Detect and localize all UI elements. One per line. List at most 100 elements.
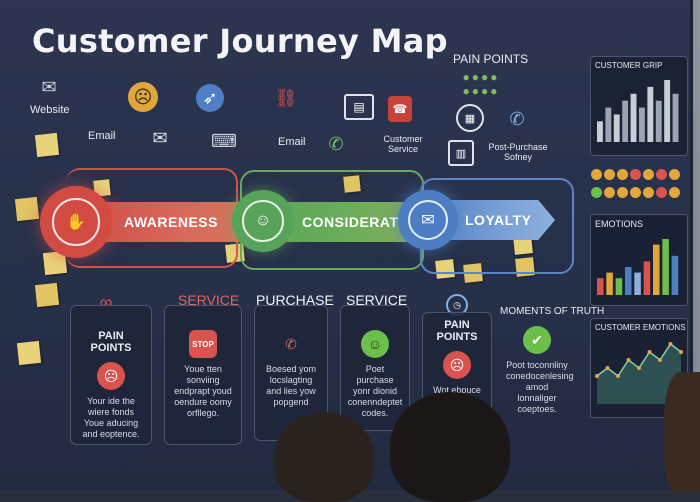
audience-head [274, 412, 374, 502]
face-icon [591, 169, 602, 180]
board-title: Customer Journey Map [32, 22, 448, 60]
face-icon [656, 187, 667, 198]
card-body: Boesed yom locslagting and lies yow popg… [265, 364, 317, 407]
chart-doc-icon: ▥ [448, 140, 474, 166]
face-icon [591, 187, 602, 198]
stage-header-service: SERVICE [178, 292, 240, 308]
card-body: Your ide the wiere fonds Youe aducing an… [82, 396, 140, 439]
customer-grip-chart [597, 80, 679, 142]
face-icon [669, 187, 680, 198]
panel-title: EMOTIONS [595, 219, 644, 229]
bar [597, 278, 604, 295]
emotions-chart [597, 239, 679, 295]
happy-face-icon: ☺ [361, 330, 389, 358]
channel-email-2: Email [278, 136, 306, 148]
stop-sign-icon: STOP [189, 330, 217, 358]
face-icon [630, 187, 641, 198]
loyalty-node: ✉ [398, 190, 458, 250]
bar [597, 121, 603, 142]
sad-face-icon: ☹ [97, 362, 125, 390]
point [647, 350, 652, 354]
bar [664, 80, 671, 142]
point [658, 358, 662, 362]
face-icon [617, 187, 628, 198]
emotion-faces [590, 168, 690, 204]
face-icon [643, 169, 654, 180]
pain-point-card: PAIN POINTS ☹ Your ide the wiere fonds Y… [70, 305, 152, 445]
laptop-icon: ⌨ [211, 130, 237, 151]
pain-points-top: PAIN POINTS [453, 52, 529, 66]
bar [655, 100, 662, 142]
phone-icon: ✆ [509, 108, 525, 129]
panel-title: CUSTOMER GRIP [595, 61, 663, 70]
point [595, 374, 599, 378]
point [637, 366, 641, 370]
bar [630, 93, 637, 142]
face-icon [643, 187, 654, 198]
point [616, 374, 620, 378]
stage-header-service-2: SERVICE [346, 292, 408, 308]
monitor-icon: ▤ [344, 94, 374, 120]
face-icon [656, 169, 667, 180]
face-icon [630, 169, 641, 180]
bar [662, 239, 669, 295]
bar [613, 114, 620, 142]
face-icon [604, 169, 615, 180]
hand-icon: ✋ [52, 198, 100, 246]
bar [606, 272, 613, 295]
point [668, 342, 673, 346]
point [605, 366, 610, 370]
customer-emotions-chart [595, 342, 683, 404]
bar [622, 100, 629, 142]
panel-title: CUSTOMER EMOTIONS [595, 323, 686, 332]
channel-website: Website [30, 104, 70, 116]
card-body: Wot ebouce [433, 385, 481, 395]
headset-icon: ☎ [388, 96, 412, 122]
face-icon [617, 169, 628, 180]
bar [653, 244, 660, 295]
person-icon: ☺ [242, 200, 284, 242]
moments-card: ✔ Poot toconnliny conedocenlesing amod l… [500, 322, 574, 414]
bar [639, 107, 645, 142]
stage-consideration-label: CONSIDERATION [302, 214, 425, 230]
bar [634, 272, 641, 295]
bar [605, 107, 612, 142]
service-card: STOP Youe tten sonviing endprapt youd oe… [164, 305, 242, 445]
sticky-note [34, 132, 60, 158]
mail-open-icon: ✉ [408, 200, 448, 240]
stage-header-moments: MOMENTS OF TRUTH [500, 306, 605, 317]
bar [615, 278, 623, 295]
area [597, 344, 681, 404]
service-card-2: ☺ Poet purchase yonr dionid conenndeptet… [340, 305, 410, 431]
consideration-node: ☺ [232, 190, 294, 252]
call-icon: ✆ [328, 133, 344, 154]
sticky-note [34, 282, 60, 308]
broken-link-icon: ⛓ [274, 87, 298, 108]
card-title: PAIN POINTS [90, 330, 132, 354]
bar [625, 267, 632, 295]
phone-ring-icon: ✆ [285, 335, 297, 352]
receipt-icon: ▦ [456, 104, 484, 132]
bar [672, 93, 679, 142]
customer-grip-panel: CUSTOMER GRIP [590, 56, 688, 156]
sticky-note [14, 196, 40, 222]
point [626, 358, 631, 362]
channel-email: Email [88, 130, 116, 142]
bar [647, 86, 654, 142]
sticky-note [16, 340, 42, 366]
pain-points-dots-icon: ●●●●●●●● [462, 70, 500, 98]
face-icon [604, 187, 615, 198]
audience-head [390, 392, 510, 502]
envelope-icon: ✉ [41, 76, 57, 97]
awareness-node: ✋ [40, 186, 112, 258]
stage-loyalty-label: LOYALTY [465, 212, 532, 228]
mail-icon: ✉ [152, 127, 168, 148]
card-body: Youe tten sonviing endprapt youd oendure… [174, 364, 232, 418]
card-body: Poet purchase yonr dionid conenndeptet c… [347, 364, 403, 418]
stage-header-purchase: PURCHASE [256, 292, 334, 308]
rocket-icon: ➶ [196, 84, 224, 112]
check-icon: ✔ [523, 326, 551, 354]
card-body: Poot toconnliny conedocenlesing amod lon… [506, 360, 574, 414]
sad-face-icon: ☹ [443, 351, 471, 379]
channel-customer-service: Customer Service [383, 134, 423, 154]
